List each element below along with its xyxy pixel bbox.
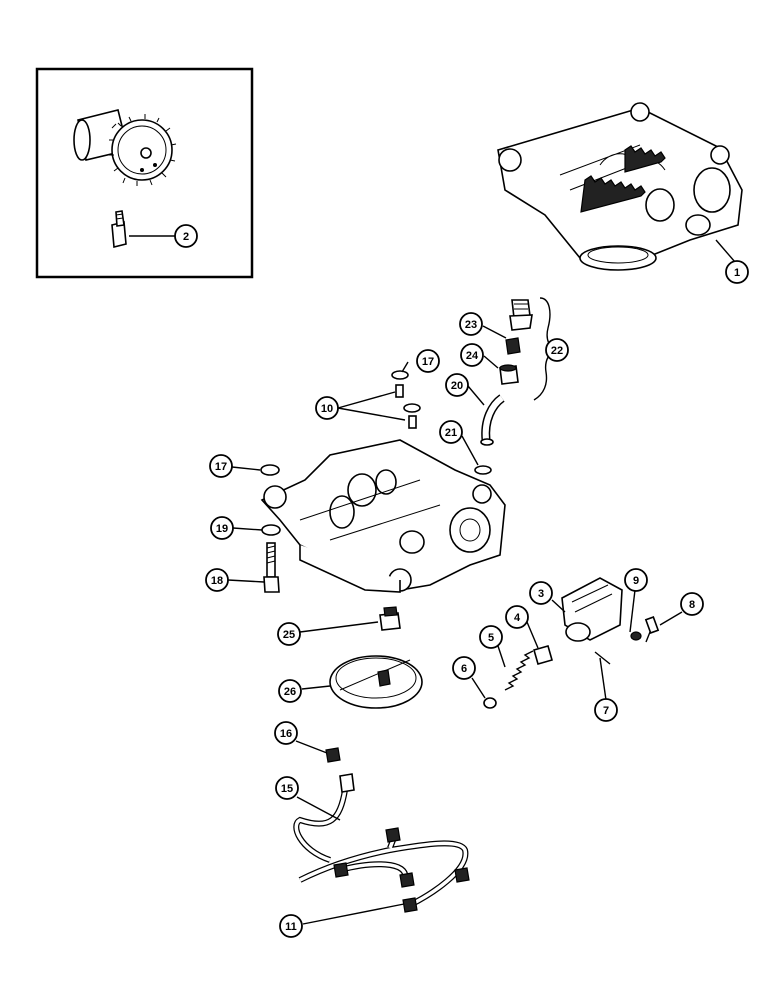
callout-21: 21 <box>439 420 463 444</box>
svg-text:24: 24 <box>466 350 479 362</box>
inset-gear-shaft <box>73 109 177 186</box>
callout-23: 23 <box>459 312 483 336</box>
callout-7: 7 <box>594 698 618 722</box>
part-16-nut <box>325 747 341 763</box>
svg-text:10: 10 <box>321 403 333 415</box>
callout-9: 9 <box>624 568 648 592</box>
part-11-oil-lines <box>298 827 470 913</box>
svg-text:9: 9 <box>633 575 639 587</box>
callout-1: 1 <box>725 260 749 284</box>
svg-text:3: 3 <box>538 588 544 600</box>
svg-text:15: 15 <box>281 783 293 795</box>
part-18-bolt <box>263 542 280 593</box>
callout-10: 10 <box>315 396 339 420</box>
part-5-spring <box>504 650 534 691</box>
callout-4: 4 <box>505 605 529 629</box>
part-6-shim <box>483 697 497 709</box>
svg-text:21: 21 <box>445 427 457 439</box>
part-10-dowel-top <box>395 384 404 398</box>
callout-16: 16 <box>274 721 298 745</box>
svg-text:8: 8 <box>689 599 695 611</box>
callout-26: 26 <box>278 679 302 703</box>
svg-text:16: 16 <box>280 728 292 740</box>
callout-8: 8 <box>680 592 704 616</box>
callout-15: 15 <box>275 776 299 800</box>
svg-text:19: 19 <box>216 523 228 535</box>
part-1-pump-assembly <box>497 102 743 271</box>
part-15-oil-line <box>293 773 355 863</box>
pump-body <box>260 439 506 593</box>
part-8-bolt <box>644 616 660 643</box>
svg-text:23: 23 <box>465 319 477 331</box>
part-3-valve-body <box>561 577 623 642</box>
callout-25: 25 <box>277 622 301 646</box>
part-9-lockwasher <box>630 631 642 641</box>
callout-19: 19 <box>210 516 234 540</box>
part-20-tube <box>480 394 505 446</box>
leader-lines <box>129 235 736 925</box>
svg-text:7: 7 <box>603 705 609 717</box>
callout-18: 18 <box>205 568 229 592</box>
svg-text:2: 2 <box>183 231 189 243</box>
part-25-plug <box>379 606 401 631</box>
svg-text:4: 4 <box>514 612 521 624</box>
part-19-lockwasher <box>261 524 281 536</box>
part-7-pin <box>594 651 611 665</box>
svg-text:6: 6 <box>461 663 467 675</box>
svg-text:5: 5 <box>488 632 494 644</box>
svg-text:11: 11 <box>285 921 297 933</box>
callout-6: 6 <box>452 656 476 680</box>
part-2-bolt <box>111 210 127 249</box>
callout-3: 3 <box>529 581 553 605</box>
svg-text:25: 25 <box>283 629 295 641</box>
callout-11: 11 <box>279 914 303 938</box>
part-26-screen <box>329 655 423 709</box>
svg-text:17: 17 <box>422 356 434 368</box>
part-4-valve <box>533 645 553 665</box>
callout-20: 20 <box>445 373 469 397</box>
svg-text:18: 18 <box>211 575 223 587</box>
callout-5: 5 <box>479 625 503 649</box>
callout-22: 22 <box>545 338 569 362</box>
callout-2: 2 <box>174 224 198 248</box>
callout-17-top: 17 <box>416 349 440 373</box>
svg-text:17: 17 <box>215 461 227 473</box>
part-17-washer-mid <box>403 403 421 413</box>
part-10-dowel-bottom <box>408 415 417 429</box>
inset-frame <box>35 67 254 279</box>
part-17-washer-left <box>260 464 280 476</box>
part-21-o-ring <box>474 465 492 475</box>
part-17-washer-top <box>391 370 409 380</box>
svg-text:20: 20 <box>451 380 463 392</box>
part-22-fitting <box>509 299 533 331</box>
callout-24: 24 <box>460 343 484 367</box>
svg-text:26: 26 <box>284 686 296 698</box>
part-24-sleeve <box>499 364 519 385</box>
callout-17-left: 17 <box>209 454 233 478</box>
svg-text:22: 22 <box>551 345 563 357</box>
part-23-nut <box>505 337 521 355</box>
svg-text:1: 1 <box>734 267 740 279</box>
